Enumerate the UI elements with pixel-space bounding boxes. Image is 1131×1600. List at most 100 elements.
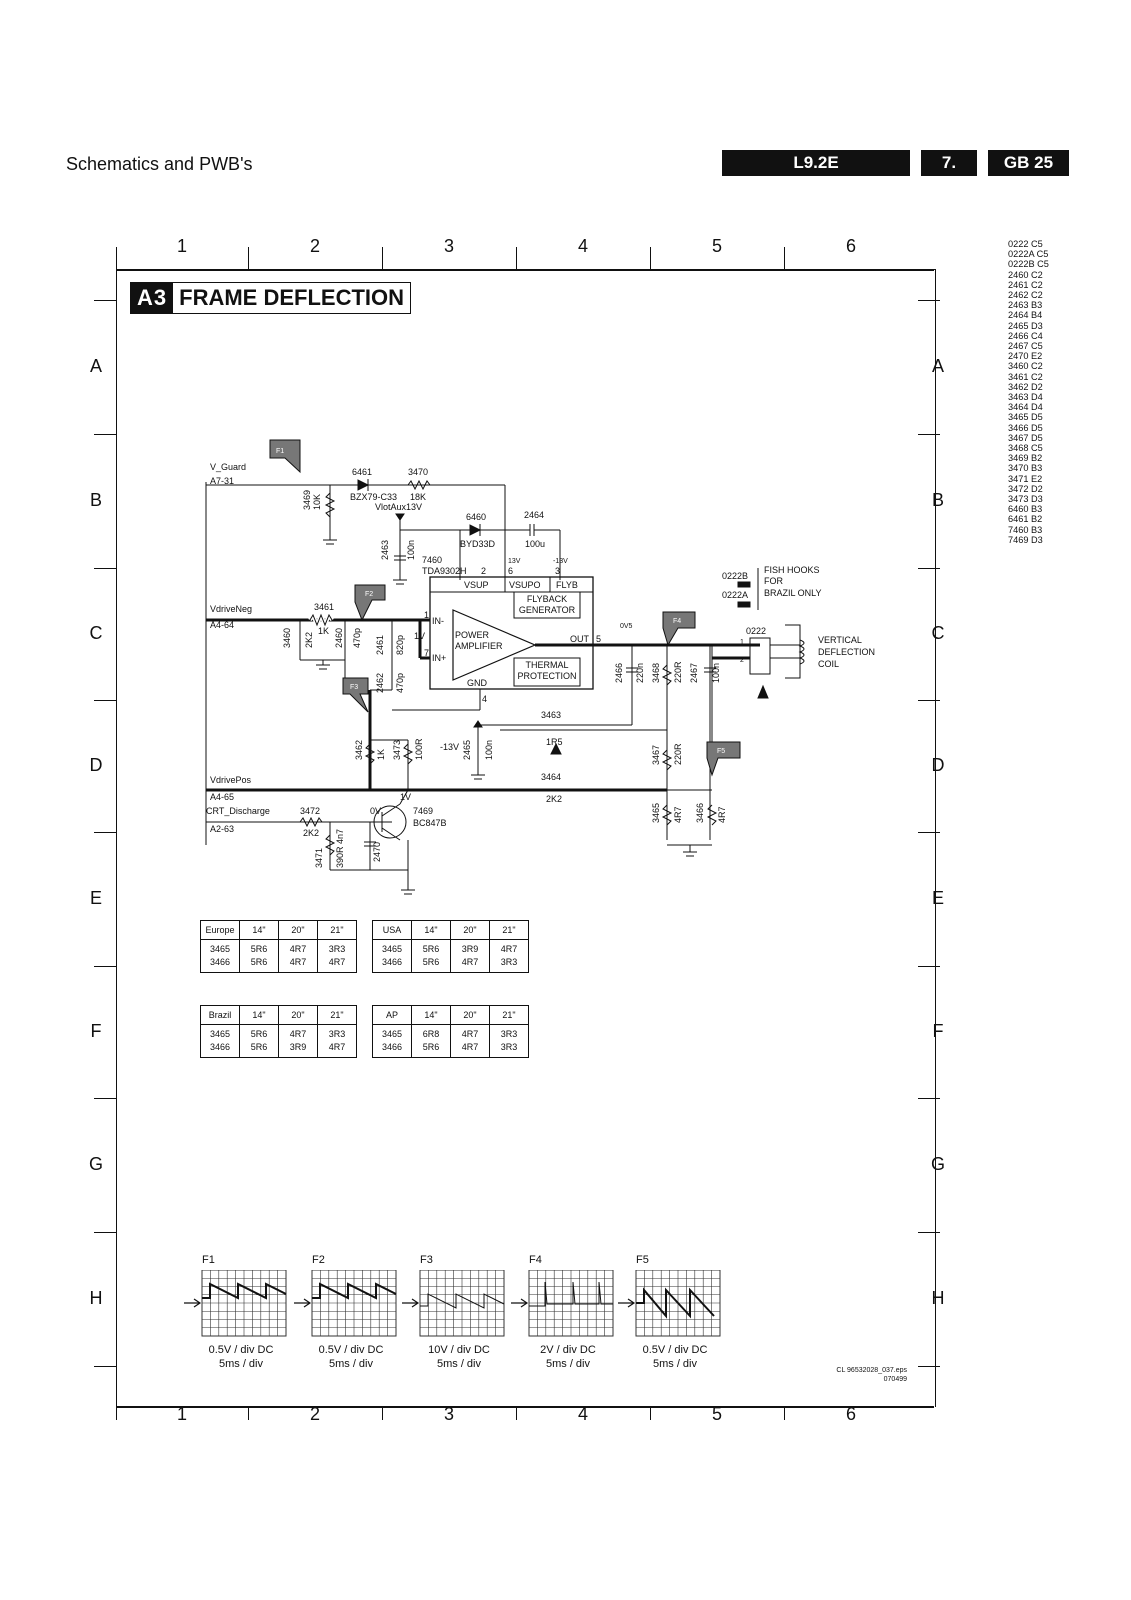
label-r3470-value: 18K: [410, 492, 426, 502]
oscilloscope-grid: [294, 1269, 397, 1337]
table-cell-value: 3466: [209, 957, 231, 967]
table-cell-value: 3R3: [500, 1042, 518, 1052]
table-cell-value: 3465: [381, 944, 403, 954]
label-r3461: 3461: [314, 602, 334, 612]
ic-gnd: GND: [467, 678, 488, 688]
index-entry: 3467 D5: [1008, 432, 1043, 443]
index-entry: 2467 C5: [1008, 341, 1043, 352]
column-tick: [116, 247, 118, 269]
table-column-header: 20": [450, 920, 490, 940]
oscilloscope-grid: [618, 1269, 721, 1337]
table-cell-value: 3465: [209, 944, 231, 954]
row-label-left: G: [88, 1154, 103, 1174]
row-label-left: B: [89, 490, 102, 510]
net-vdrive-neg: VdriveNeg: [210, 604, 252, 614]
label-c2461-value: 820p: [395, 635, 405, 655]
label-r3470: 3470: [408, 467, 428, 477]
index-entry: 7460 B3: [1008, 524, 1043, 535]
label-c2465-value: 100n: [484, 740, 494, 760]
conn-pin-1: 1: [740, 639, 744, 646]
waveform-time-scale: 5ms / div: [218, 1358, 263, 1370]
label-c2470: 2470: [372, 842, 382, 862]
page-header-title: Schematics and PWB's: [66, 154, 253, 174]
label-d6460-value: BYD33D: [460, 539, 496, 549]
label-j0222a: 0222A: [722, 590, 748, 600]
note-deflection: DEFLECTION: [818, 647, 875, 657]
diagram-tag: A3: [131, 283, 174, 313]
label-r3464-value: 2K2: [546, 794, 562, 804]
index-entry: 3465 D5: [1008, 412, 1043, 423]
ic-pin-7: 7: [424, 648, 429, 658]
row-tick: [918, 1232, 940, 1234]
label-r3462-value: 1K: [376, 749, 386, 760]
column-tick: [784, 1406, 786, 1420]
row-tick: [918, 1098, 940, 1100]
column-label-top: 6: [845, 236, 856, 256]
table-cell-value: 3465: [209, 1029, 231, 1039]
ic-vsup: VSUP: [464, 580, 489, 590]
row-label-left: F: [90, 1021, 102, 1041]
row-tick: [94, 966, 116, 968]
net-0v: 0V: [370, 806, 381, 816]
label-r3473: 3473: [392, 740, 402, 760]
ic-thermal-protection: THERMAL PROTECTION: [517, 660, 577, 681]
table-cell-value: 3R3: [500, 1029, 518, 1039]
table-cell-value: 5R6: [250, 1042, 268, 1052]
index-entry: 6460 B3: [1008, 504, 1043, 515]
net-crt-discharge-ref: A2-63: [210, 824, 234, 834]
column-label-top: 2: [309, 236, 320, 256]
probe-f3-tag: F3: [350, 684, 358, 691]
note-coil: COIL: [818, 659, 839, 669]
column-tick: [516, 1406, 518, 1420]
row-label-right: H: [931, 1288, 945, 1308]
note-fish-hooks: FISH HOOKS: [764, 565, 820, 575]
table-cell-value: 4R7: [328, 957, 346, 967]
index-entry: 2466 C4: [1008, 330, 1043, 341]
label-c2461: 2461: [375, 635, 385, 655]
column-tick: [650, 1406, 652, 1420]
net-v-guard: V_Guard: [210, 462, 246, 472]
oscilloscope-grid: [184, 1269, 287, 1337]
ic-vsupo: VSUPO: [509, 580, 541, 590]
waveform-label: F5: [636, 1254, 649, 1266]
table-cell-value: 5R6: [250, 944, 268, 954]
ic-in-plus: IN+: [432, 653, 446, 663]
conn-pin-2: 2: [740, 657, 744, 664]
table-cell-value: 4R7: [289, 957, 307, 967]
label-c2466-value: 220n: [635, 663, 645, 683]
label-r3469: 3469: [302, 490, 312, 510]
index-entry: 0222 C5: [1008, 239, 1043, 249]
row-tick: [94, 300, 116, 302]
label-q7469-value: BC847B: [413, 818, 447, 828]
column-tick: [382, 247, 384, 269]
row-label-right: F: [932, 1021, 944, 1041]
row-label-left: A: [89, 356, 102, 376]
net-crt-discharge: CRT_Discharge: [206, 806, 270, 816]
label-c2467: 2467: [689, 663, 699, 683]
column-label-top: 1: [176, 236, 187, 256]
row-tick: [94, 434, 116, 436]
row-label-right: C: [931, 623, 945, 643]
label-d6461-value: BZX79-C33: [350, 492, 397, 502]
column-label-bottom: 4: [577, 1404, 588, 1424]
column-tick: [248, 247, 250, 269]
table-region: Brazil: [200, 1005, 240, 1025]
note-vertical: VERTICAL: [818, 635, 862, 645]
label-ic7460-value: TDA9302H: [422, 566, 467, 576]
label-r3468-value: 220R: [673, 661, 683, 683]
probe-f1-tag: F1: [276, 448, 284, 455]
waveform-volts-scale: 0.5V / div DC: [208, 1344, 274, 1356]
row-tick: [918, 568, 940, 570]
label-r3465-value: 4R7: [673, 806, 683, 823]
index-entry: 3466 D5: [1008, 422, 1043, 433]
